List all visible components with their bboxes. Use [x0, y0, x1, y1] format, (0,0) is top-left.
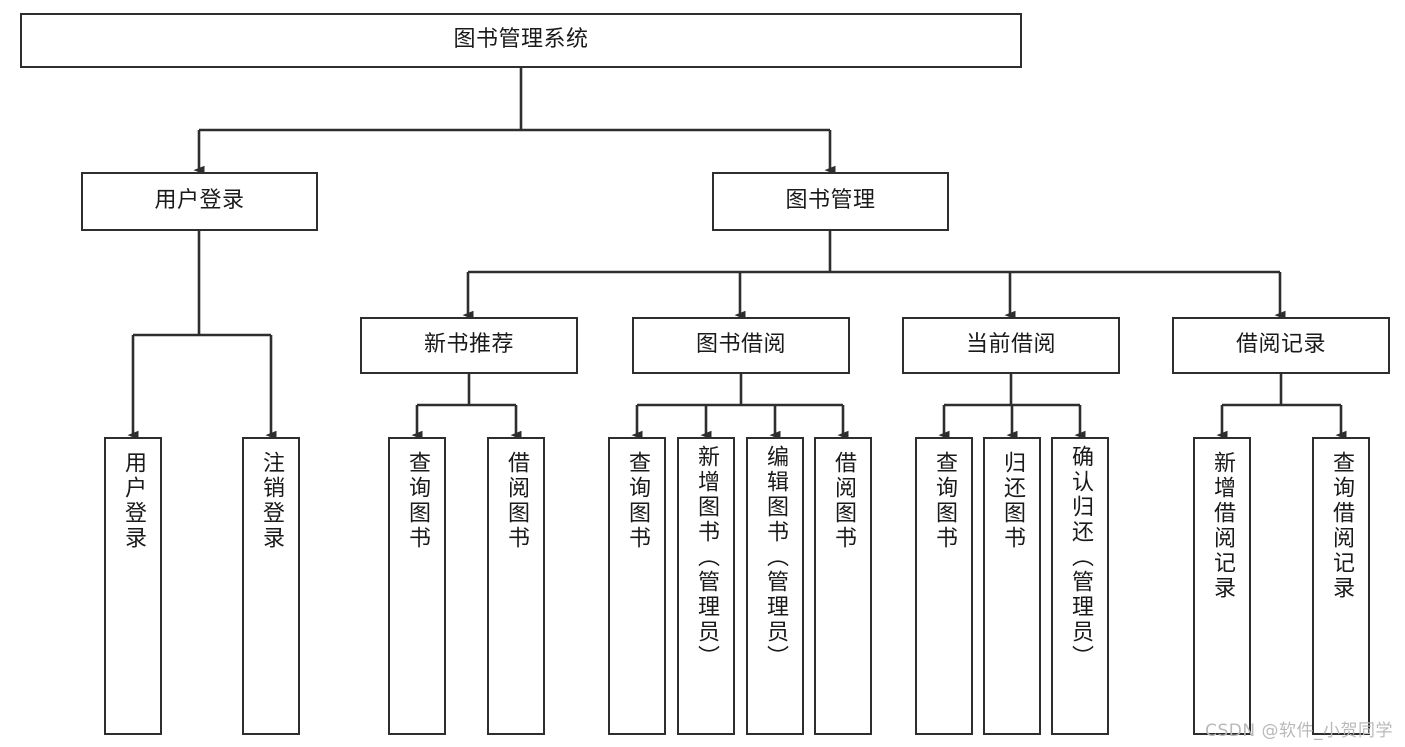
node-user-login-label: 用户登录: [154, 188, 245, 214]
node-user-login[interactable]: 用户登录: [81, 172, 318, 231]
leaf-node[interactable]: 编辑图书（管理员）: [746, 437, 804, 735]
leaf-node[interactable]: 借阅图书: [814, 437, 872, 735]
node-book-borrow-label: 图书借阅: [695, 332, 786, 358]
leaf-node[interactable]: 借阅图书: [487, 437, 545, 735]
leaf-node-label: 查询图书: [405, 451, 430, 551]
node-root[interactable]: 图书管理系统: [20, 13, 1022, 68]
node-new-book-recommend[interactable]: 新书推荐: [360, 317, 578, 374]
leaf-node-label: 用户登录: [121, 451, 146, 551]
leaf-node-label: 查询图书: [625, 451, 650, 551]
leaf-node[interactable]: 新增图书（管理员）: [677, 437, 735, 735]
leaf-node-label: 新增图书（管理员）: [694, 445, 719, 670]
node-new-book-recommend-label: 新书推荐: [423, 332, 514, 358]
leaf-node[interactable]: 查询借阅记录: [1312, 437, 1370, 735]
node-current-borrow-label: 当前借阅: [965, 332, 1056, 358]
node-borrow-record-label: 借阅记录: [1235, 332, 1326, 358]
node-book-management[interactable]: 图书管理: [712, 172, 949, 231]
leaf-node[interactable]: 查询图书: [915, 437, 973, 735]
leaf-node[interactable]: 归还图书: [983, 437, 1041, 735]
leaf-node-label: 确认归还（管理员）: [1068, 445, 1093, 670]
node-borrow-record[interactable]: 借阅记录: [1172, 317, 1390, 374]
leaf-node-label: 查询图书: [932, 451, 957, 551]
leaf-node-label: 归还图书: [1000, 451, 1025, 551]
leaf-node-label: 注销登录: [259, 451, 284, 551]
node-book-management-label: 图书管理: [785, 188, 876, 214]
leaf-node-label: 编辑图书（管理员）: [763, 445, 788, 670]
leaf-node[interactable]: 用户登录: [104, 437, 162, 735]
node-root-label: 图书管理系统: [453, 27, 589, 53]
leaf-node[interactable]: 新增借阅记录: [1193, 437, 1251, 735]
leaf-node-label: 借阅图书: [504, 451, 529, 551]
leaf-node-label: 新增借阅记录: [1210, 451, 1235, 601]
leaf-node-label: 查询借阅记录: [1329, 451, 1354, 601]
node-current-borrow[interactable]: 当前借阅: [902, 317, 1120, 374]
leaf-node[interactable]: 注销登录: [242, 437, 300, 735]
leaf-node-label: 借阅图书: [831, 451, 856, 551]
leaf-node[interactable]: 查询图书: [608, 437, 666, 735]
leaf-node[interactable]: 查询图书: [388, 437, 446, 735]
node-book-borrow[interactable]: 图书借阅: [632, 317, 850, 374]
leaf-node[interactable]: 确认归还（管理员）: [1051, 437, 1109, 735]
